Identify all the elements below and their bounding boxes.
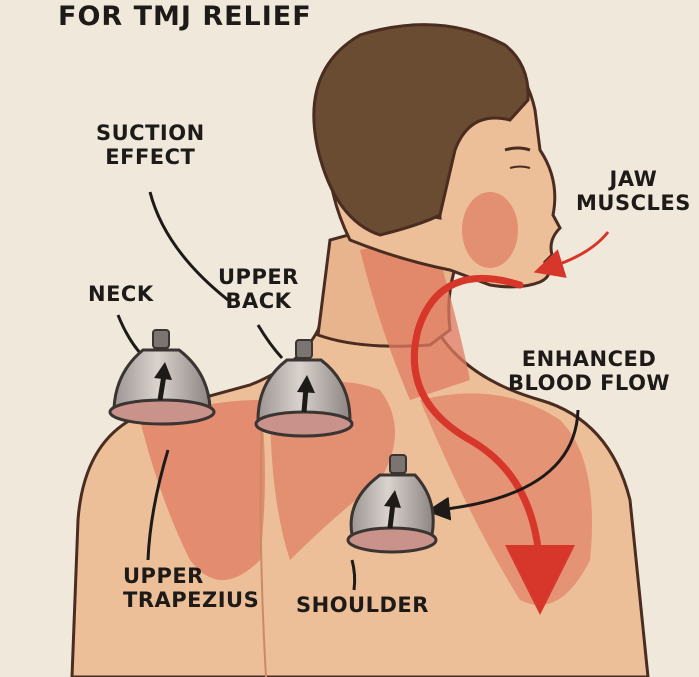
jaw-muscle-highlight xyxy=(462,192,518,268)
suction-cup-icon xyxy=(110,330,214,424)
neck-leader xyxy=(118,315,142,355)
page-title: FOR TMJ RELIEF xyxy=(58,2,312,32)
label-shoulder: SHOULDER xyxy=(296,594,429,618)
upper-back-leader xyxy=(258,325,282,358)
label-neck: NECK xyxy=(88,283,154,307)
suction-effect-leader xyxy=(150,192,228,300)
jaw-pointer-arrow xyxy=(548,232,608,268)
